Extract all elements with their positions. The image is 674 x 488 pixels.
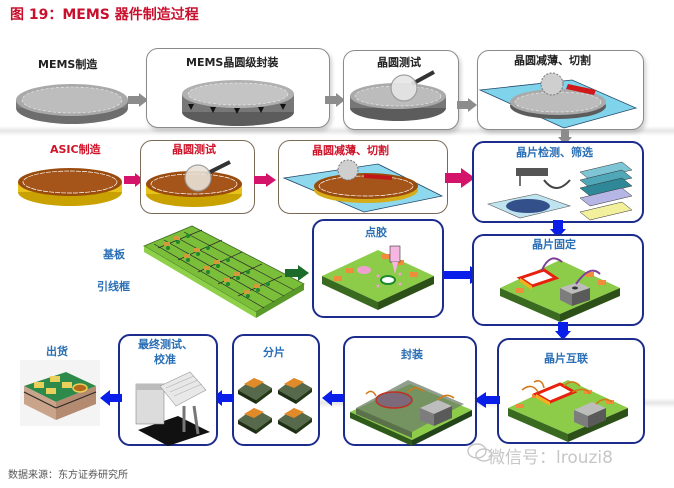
step-label-final-test-line2: 校准 [154, 353, 176, 366]
step-label-ship: 出货 [46, 345, 68, 358]
die-sorting-icon [487, 161, 633, 221]
arrow-blue-left [474, 392, 500, 408]
figure-title: 图 19：MEMS 器件制造过程 [10, 7, 199, 23]
step-label-final-test-line1: 最终测试、 [138, 338, 193, 351]
die-attach-board-icon [500, 257, 620, 322]
gold-wafer-magnifier-icon [146, 160, 242, 207]
step-label-mems-wlp: MEMS晶圆级封装 [186, 56, 279, 69]
mems-microphone-package-icon [20, 360, 100, 426]
arrow-blue-down [555, 322, 571, 340]
step-label-mems-thin-cut: 晶圆减薄、切割 [514, 54, 591, 67]
arrow-green [285, 265, 309, 281]
gold-wafer-dicing-icon [282, 159, 444, 213]
wafer-magnifier-icon [350, 70, 446, 121]
arrow-blue-down [550, 220, 566, 238]
arrow-magenta [254, 173, 276, 187]
step-label-singulate: 分片 [263, 346, 285, 359]
source-note: 数据来源：东方证券研究所 [8, 470, 128, 481]
wafer-dicing-icon [478, 72, 638, 129]
arrow-gray [128, 93, 148, 107]
arrow-gray [457, 98, 477, 112]
step-label-die-attach: 晶片固定 [532, 238, 576, 251]
step-label-asic-test: 晶圆测试 [172, 143, 216, 156]
gold-wafer-icon [18, 168, 122, 206]
gray-wafer-icon [16, 84, 128, 124]
step-label-wire-bond: 晶片互联 [544, 352, 588, 365]
material-label-leadframe: 引线框 [97, 280, 130, 293]
step-label-mems-fab: MEMS制造 [38, 58, 98, 71]
step-label-asic-thin-cut: 晶圆减薄、切割 [312, 144, 389, 157]
step-label-asic-fab: ASIC制造 [50, 143, 101, 156]
step-label-dispense: 点胶 [365, 226, 387, 239]
material-label-substrate: 基板 [103, 248, 125, 261]
wechat-logo-icon [467, 443, 493, 462]
step-label-encapsulate: 封装 [401, 348, 423, 361]
arrow-magenta [445, 168, 475, 188]
encapsulated-package-icon [350, 380, 472, 446]
watermark: 微信号：lrouzi8 [488, 448, 613, 468]
dispense-board-icon [322, 245, 434, 310]
step-label-mems-test: 晶圆测试 [377, 56, 421, 69]
test-equipment-icon [135, 371, 210, 446]
arrow-magenta [124, 173, 144, 187]
stacked-wafer-icon [182, 80, 294, 126]
singulated-units-icon [238, 378, 312, 434]
wire-bond-board-icon [508, 380, 628, 442]
arrow-blue-left [100, 390, 122, 406]
row-shadow-band [0, 126, 674, 136]
substrate-strip-icon [143, 225, 305, 318]
arrow-blue-left [322, 390, 344, 406]
arrow-gray [325, 93, 345, 107]
step-label-die-inspect: 晶片检测、筛选 [516, 146, 593, 159]
